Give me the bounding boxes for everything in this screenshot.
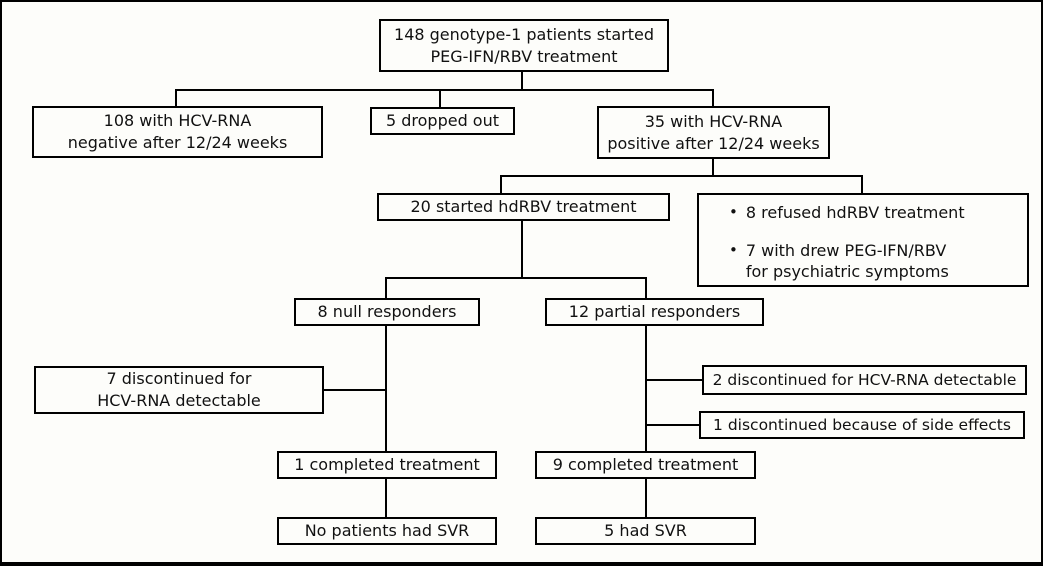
connector-line — [385, 324, 387, 453]
node-discontinued-1: 1 discontinued because of side effects — [699, 411, 1025, 439]
exclusion-item-text: 8 refused hdRBV treatment — [745, 203, 965, 222]
connector-line — [521, 70, 523, 91]
connector-line — [500, 175, 863, 177]
node-started-hdrbv: 20 started hdRBV treatment — [377, 193, 670, 221]
exclusion-item: • 8 refused hdRBV treatment — [729, 202, 1019, 223]
connector-line — [861, 175, 863, 193]
connector-line — [385, 277, 387, 300]
connector-line — [645, 478, 647, 519]
connector-line — [712, 89, 714, 106]
connector-line — [439, 89, 441, 107]
connector-line — [647, 424, 699, 426]
connector-line — [647, 379, 702, 381]
node-no-svr: No patients had SVR — [277, 517, 497, 545]
connector-line — [175, 89, 714, 91]
connector-line — [385, 478, 387, 519]
node-patients-started: 148 genotype-1 patients started PEG-IFN/… — [379, 19, 669, 72]
connector-line — [175, 89, 177, 106]
node-exclusions: • 8 refused hdRBV treatment • 7 with dre… — [697, 193, 1029, 287]
node-partial-responders: 12 partial responders — [545, 298, 764, 326]
node-null-responders: 8 null responders — [294, 298, 480, 326]
connector-line — [385, 277, 647, 279]
node-completed-9: 9 completed treatment — [535, 451, 756, 479]
exclusion-item-text: 7 with drew PEG-IFN/RBV for psychiatric … — [745, 241, 949, 281]
node-completed-1: 1 completed treatment — [277, 451, 497, 479]
connector-line — [712, 157, 714, 176]
connector-line — [500, 175, 502, 193]
node-hcv-rna-negative: 108 with HCV-RNA negative after 12/24 we… — [32, 106, 323, 158]
node-discontinued-2: 2 discontinued for HCV-RNA detectable — [702, 365, 1027, 395]
node-dropped-out: 5 dropped out — [370, 107, 515, 135]
connector-line — [645, 324, 647, 453]
connector-line — [645, 277, 647, 300]
connector-line — [521, 220, 523, 279]
bullet-icon: • — [729, 203, 738, 221]
connector-line — [322, 389, 387, 391]
exclusion-item: • 7 with drew PEG-IFN/RBV for psychiatri… — [729, 240, 1019, 282]
node-discontinued-7: 7 discontinued for HCV-RNA detectable — [34, 366, 324, 414]
node-5-svr: 5 had SVR — [535, 517, 756, 545]
node-hcv-rna-positive: 35 with HCV-RNA positive after 12/24 wee… — [597, 106, 830, 159]
bullet-icon: • — [729, 241, 738, 259]
